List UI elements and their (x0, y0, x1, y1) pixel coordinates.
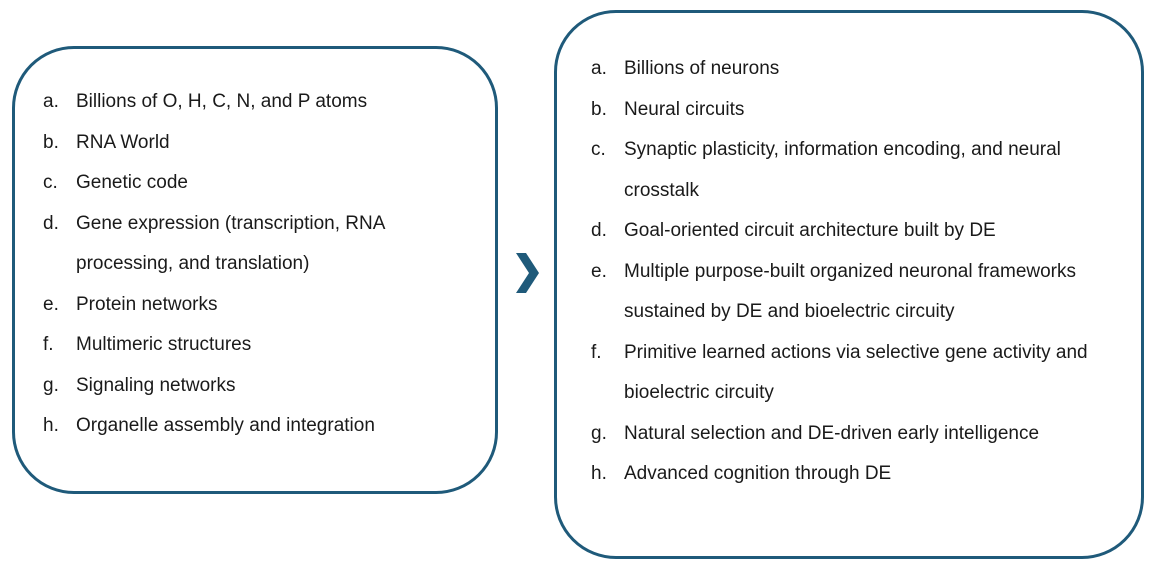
list-item-text: Natural selection and DE-driven early in… (624, 422, 1040, 444)
right-list-item-h: h. Advanced cognition through DE (591, 454, 1131, 495)
left-list-item-f: f. Multimeric structures (43, 325, 483, 366)
left-panel-list: a. Billions of O, H, C, N, and P atoms b… (43, 82, 483, 447)
list-marker: e. (43, 293, 59, 315)
list-marker: b. (591, 98, 607, 120)
list-item-text: Genetic code (76, 172, 188, 193)
list-marker: f. (591, 341, 602, 363)
right-panel-list: a. Billions of neurons b. Neural circuit… (591, 49, 1131, 495)
right-list-item-a: a. Billions of neurons (591, 49, 1131, 90)
list-item-text: Billions of neurons (624, 58, 780, 79)
list-item-text: Primitive learned actions via selective … (624, 341, 1088, 404)
right-list-item-b: b. Neural circuits (591, 90, 1131, 131)
list-marker: c. (43, 172, 58, 193)
right-list-item-d: d. Goal-oriented circuit architecture bu… (591, 211, 1131, 252)
chevron-right-icon (516, 253, 539, 293)
left-panel (12, 46, 498, 494)
list-marker: d. (591, 220, 607, 241)
list-item-text: Multiple purpose-built organized neurona… (624, 260, 1077, 323)
list-item-text: Goal-oriented circuit architecture built… (624, 220, 996, 241)
right-list-item-c: c. Synaptic plasticity, information enco… (591, 130, 1131, 211)
list-marker: a. (591, 58, 607, 79)
list-item-text: Signaling networks (76, 374, 236, 396)
list-marker: d. (43, 212, 59, 234)
list-item-text: Synaptic plasticity, information encodin… (624, 139, 1061, 201)
left-list-item-a: a. Billions of O, H, C, N, and P atoms (43, 82, 483, 123)
list-marker: h. (591, 463, 607, 484)
list-marker: a. (43, 91, 59, 112)
right-list-item-e: e. Multiple purpose-built organized neur… (591, 252, 1131, 333)
left-list-item-b: b. RNA World (43, 123, 483, 164)
list-item-text: Protein networks (76, 293, 218, 315)
list-marker: g. (591, 422, 607, 444)
list-marker: g. (43, 374, 59, 396)
list-item-text: Advanced cognition through DE (624, 463, 892, 484)
list-item-text: Neural circuits (624, 98, 745, 120)
right-list-item-g: g. Natural selection and DE-driven early… (591, 414, 1131, 455)
list-marker: c. (591, 139, 606, 160)
left-list-item-h: h. Organelle assembly and integration (43, 406, 483, 447)
list-item-text: Gene expression (transcription, RNA proc… (76, 212, 385, 275)
list-item-text: Organelle assembly and integration (76, 415, 375, 436)
list-item-text: Multimeric structures (76, 334, 252, 355)
list-item-text: Billions of O, H, C, N, and P atoms (76, 91, 368, 112)
list-marker: h. (43, 415, 59, 436)
left-list-item-g: g. Signaling networks (43, 366, 483, 407)
right-panel (554, 10, 1144, 559)
left-list-item-d: d. Gene expression (transcription, RNA p… (43, 204, 483, 285)
right-list-item-f: f. Primitive learned actions via selecti… (591, 333, 1131, 414)
left-list-item-c: c. Genetic code (43, 163, 483, 204)
list-marker: f. (43, 334, 54, 355)
list-marker: b. (43, 131, 59, 153)
list-marker: e. (591, 260, 607, 282)
chevron-shape (516, 253, 539, 293)
list-item-text: RNA World (76, 131, 170, 153)
left-list-item-e: e. Protein networks (43, 285, 483, 326)
